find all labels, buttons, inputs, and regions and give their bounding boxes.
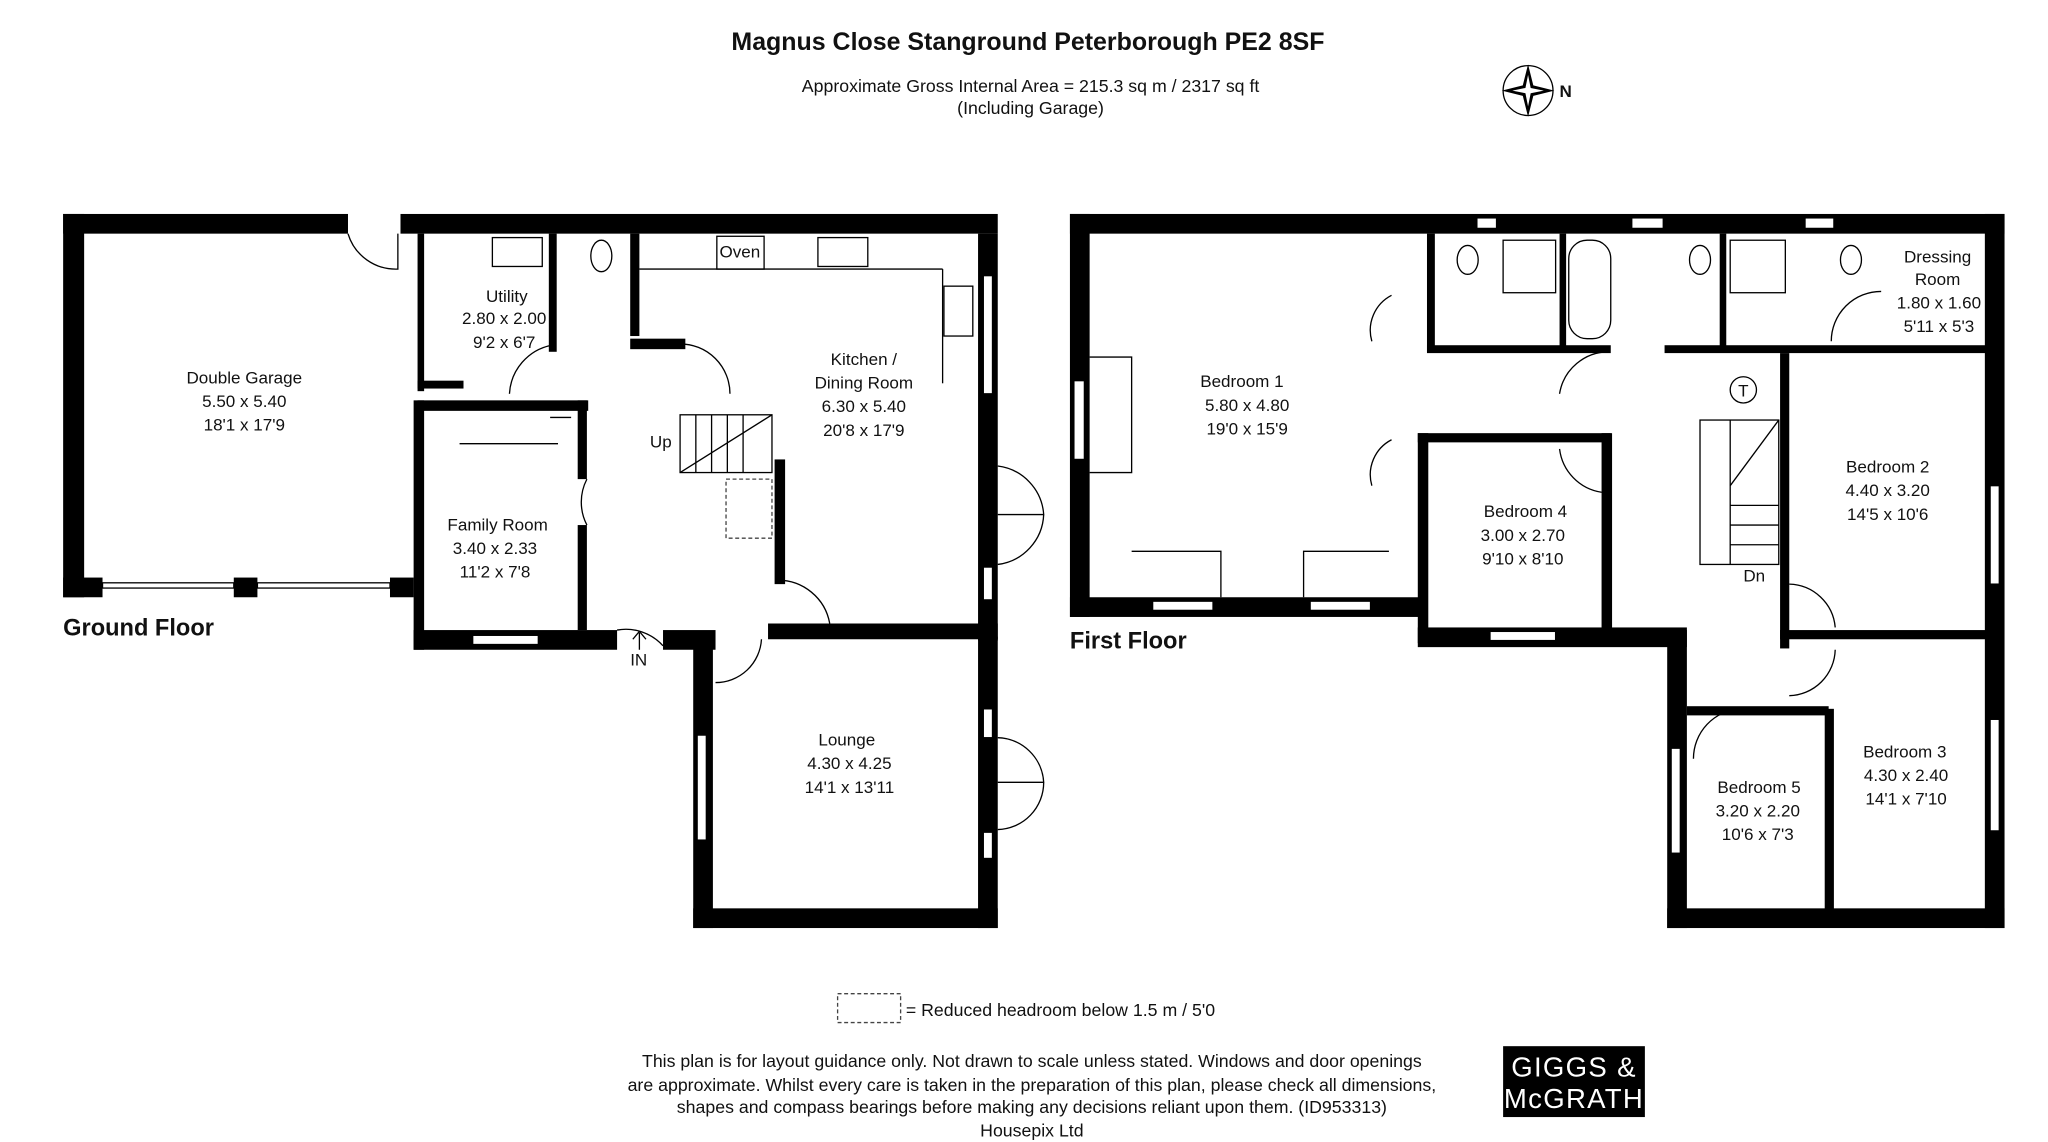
room-metric: 4.40 x 3.20 — [1846, 481, 1930, 500]
room-name: Dressing — [1904, 248, 1971, 267]
disclaimer-line: are approximate. Whilst every care is ta… — [628, 1075, 1437, 1095]
room-name: Kitchen / — [831, 350, 898, 369]
room-metric: 5.50 x 5.40 — [202, 392, 286, 411]
room-name-2: Dining Room — [815, 374, 914, 393]
ground-floor-plan: Double Garage 5.50 x 5.40 18'1 x 17'9 Ut… — [63, 213, 1045, 929]
svg-text:GIGGS &: GIGGS & — [1511, 1051, 1637, 1082]
first-floor-label: First Floor — [1070, 628, 1187, 654]
room-imperial: 10'6 x 7'3 — [1722, 825, 1794, 844]
ground-floor-label: Ground Floor — [63, 615, 214, 641]
gross-area: Approximate Gross Internal Area = 215.3 … — [802, 76, 1260, 96]
entrance-arrow-icon — [632, 630, 647, 650]
room-imperial: 20'8 x 17'9 — [823, 421, 904, 440]
disclaimer-credit: Housepix Ltd — [980, 1121, 1083, 1141]
room-imperial: 9'10 x 8'10 — [1482, 549, 1563, 568]
room-metric: 6.30 x 5.40 — [822, 397, 906, 416]
staircase-ground — [679, 414, 773, 539]
toilet-icon — [1839, 244, 1863, 275]
disclaimer-line: This plan is for layout guidance only. N… — [642, 1051, 1422, 1071]
stairs-down-label: Dn — [1743, 567, 1765, 586]
hob-icon — [817, 236, 869, 268]
svg-text:McGRATH: McGRATH — [1504, 1083, 1644, 1114]
shower-icon — [1729, 239, 1786, 294]
first-floor-plan: T Bedroom 1 5.80 x 4.80 19'0 x 15'9 Bedr… — [1069, 213, 2005, 929]
giggs-mcgrath-logo: GIGGS & McGRATH — [1503, 1046, 1645, 1118]
compass-rose-icon — [1501, 64, 1555, 117]
room-name: Bedroom 5 — [1717, 778, 1800, 797]
reduced-headroom-legend: = Reduced headroom below 1.5 m / 5'0 — [906, 1000, 1215, 1020]
room-metric: 3.40 x 2.33 — [453, 539, 537, 558]
room-metric: 4.30 x 4.25 — [807, 754, 891, 773]
compass-north-label: N — [1560, 82, 1572, 101]
room-name: Lounge — [818, 731, 875, 750]
bath-icon — [1568, 239, 1612, 340]
room-metric: 4.30 x 2.40 — [1864, 766, 1948, 785]
toilet-icon — [1456, 244, 1479, 275]
room-metric: 1.80 x 1.60 — [1897, 293, 1981, 312]
staircase-first — [1699, 419, 1780, 566]
toilet-icon — [1688, 244, 1712, 275]
room-name: Double Garage — [186, 368, 302, 387]
toilet-icon — [590, 239, 613, 273]
room-imperial: 14'5 x 10'6 — [1847, 505, 1928, 524]
tank-label: T — [1738, 381, 1749, 400]
oven-label: Oven — [719, 242, 760, 261]
room-metric: 5.80 x 4.80 — [1205, 396, 1289, 415]
entrance-label: IN — [630, 651, 647, 670]
room-imperial: 14'1 x 13'11 — [805, 778, 895, 797]
room-imperial: 14'1 x 7'10 — [1865, 790, 1946, 809]
shower-icon — [1502, 239, 1557, 294]
room-name: Family Room — [447, 515, 547, 534]
room-name-2: Room — [1915, 270, 1960, 289]
room-metric: 3.00 x 2.70 — [1481, 526, 1565, 545]
room-name: Bedroom 1 — [1200, 372, 1283, 391]
area-note: (Including Garage) — [957, 98, 1104, 118]
room-metric: 3.20 x 2.20 — [1716, 801, 1800, 820]
reduced-headroom-swatch — [836, 993, 902, 1024]
room-name: Bedroom 2 — [1846, 458, 1929, 477]
stairs-up-label: Up — [650, 433, 672, 452]
room-metric: 2.80 x 2.00 — [462, 309, 546, 328]
room-name: Utility — [486, 287, 528, 306]
room-imperial: 19'0 x 15'9 — [1206, 419, 1287, 438]
room-imperial: 9'2 x 6'7 — [473, 333, 535, 352]
room-imperial: 5'11 x 5'3 — [1904, 317, 1975, 336]
room-name: Bedroom 4 — [1484, 502, 1567, 521]
disclaimer-line: shapes and compass bearings before makin… — [677, 1097, 1387, 1117]
room-imperial: 18'1 x 17'9 — [204, 416, 285, 435]
kitchen-sink-icon — [943, 285, 974, 337]
room-imperial: 11'2 x 7'8 — [460, 563, 531, 582]
utility-sink-icon — [491, 236, 543, 268]
plan-title: Magnus Close Stanground Peterborough PE2… — [731, 28, 1324, 56]
room-name: Bedroom 3 — [1863, 742, 1946, 761]
